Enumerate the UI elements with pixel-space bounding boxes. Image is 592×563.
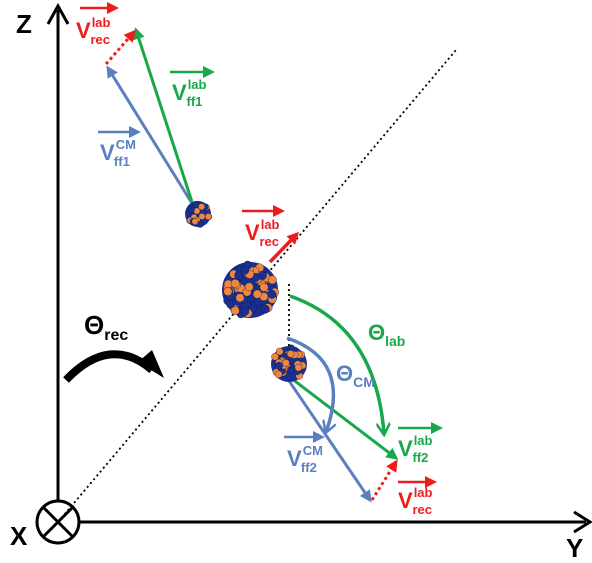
- nucleon: [196, 220, 204, 228]
- nucleon: [187, 206, 195, 214]
- v-ff1-lab-vector: [133, 27, 195, 206]
- theta-rec-arrowhead: [138, 350, 164, 378]
- nucleon: [204, 213, 212, 221]
- nucleon: [286, 350, 295, 358]
- fission-fragment-2-nucleus: [271, 344, 307, 382]
- y-axis-label: Y: [566, 533, 583, 563]
- v-rec-mid-vector: [268, 231, 300, 264]
- theta-cm-label: ΘCM: [336, 361, 375, 390]
- v-ff1-cm-vector: [106, 65, 195, 206]
- v-rec-bottom-dotted: [370, 459, 398, 501]
- theta-lab-arc: [289, 294, 384, 434]
- compound-nucleus: [222, 260, 279, 319]
- nucleon: [240, 265, 250, 275]
- nucleon: [260, 304, 270, 314]
- nucleon: [230, 306, 240, 316]
- nucleon: [267, 289, 277, 299]
- nucleon: [223, 287, 233, 296]
- nucleon: [226, 299, 236, 309]
- nucleon: [275, 361, 283, 370]
- nucleon: [274, 370, 283, 379]
- nucleon: [234, 270, 244, 280]
- z-axis-arrowhead: [46, 2, 70, 25]
- nucleon: [267, 275, 277, 285]
- nucleon: [252, 289, 262, 299]
- nucleon: [191, 218, 199, 225]
- nucleon: [235, 293, 245, 303]
- nucleon: [259, 282, 269, 292]
- v-ff2-lab-vector: [282, 370, 399, 460]
- y-axis-arrowhead: [573, 510, 592, 534]
- nucleon: [198, 203, 206, 211]
- nucleon: [275, 347, 284, 356]
- nucleon: [294, 363, 303, 372]
- v-rec-top-dotted: [104, 29, 136, 65]
- nucleon: [230, 278, 240, 288]
- x-axis-label: X: [10, 521, 28, 551]
- nucleon: [282, 359, 290, 367]
- nucleon: [240, 306, 250, 316]
- nucleon: [192, 200, 200, 208]
- v-ff2-cm-vector: [281, 371, 372, 503]
- theta-rec-curved-arrow: [63, 350, 155, 383]
- nucleon: [271, 352, 279, 361]
- theta-lab-label: Θlab: [368, 320, 405, 349]
- nucleon: [244, 282, 254, 292]
- fission-fragment-1-nucleus: [185, 200, 213, 228]
- z-axis-label: Z: [16, 9, 32, 39]
- theta-cm-arc: [286, 336, 333, 432]
- theta-rec-label: Θrec: [84, 310, 128, 344]
- nucleon: [257, 271, 267, 280]
